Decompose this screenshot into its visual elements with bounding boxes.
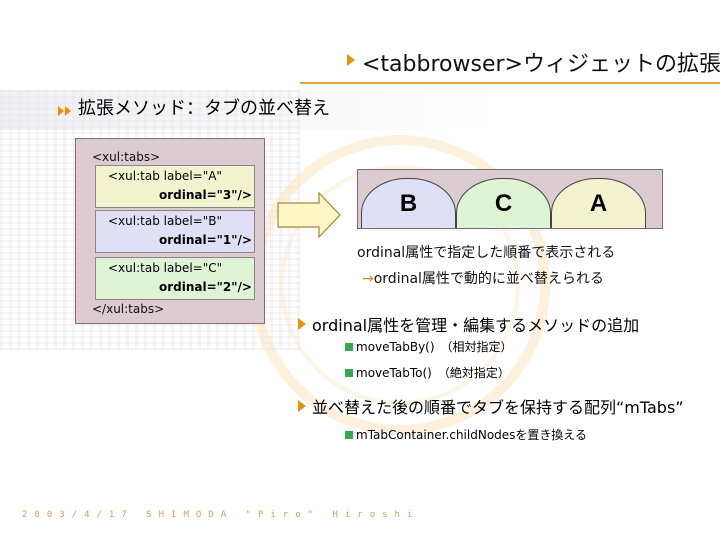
point-bullet-icon (298, 318, 306, 330)
description-line2: ordinal属性で動的に並べ替えられる (373, 271, 604, 287)
code-tab-a-line2: ordinal="3"/> (159, 188, 252, 202)
title-underline (300, 82, 720, 84)
code-tab-b-box (95, 210, 255, 253)
footer-credit: 2003/4/17 SHIMODA "Piro" Hiroshi (22, 510, 420, 520)
background-band (0, 90, 720, 130)
code-tab-b-line1: <xul:tab label="B" (108, 214, 222, 228)
point-bullet-icon (298, 400, 306, 412)
point-1-item-2-text: moveTabTo() （絶対指定） (356, 366, 510, 380)
point-2-text: 並べ替えた後の順番でタブを保持する配列“mTabs” (312, 398, 684, 417)
square-bullet-icon (345, 343, 353, 351)
slide-title: <tabbrowser>ウィジェットの拡張 (362, 52, 720, 77)
point-1-item-1: moveTabBy() （相対指定） (345, 338, 513, 355)
point-1-item-1-text: moveTabBy() （相対指定） (356, 340, 513, 354)
background-circle-inner (280, 165, 520, 405)
preview-tab-a: A (551, 178, 646, 228)
subtitle-bullet-icon (58, 101, 71, 120)
right-arrow-icon (277, 192, 341, 238)
point-1: ordinal属性を管理・編集するメソッドの追加 (298, 312, 639, 336)
point-1-text: ordinal属性を管理・編集するメソッドの追加 (312, 316, 640, 335)
point-2-item-1-text: mTabContainer.childNodesを置き換える (356, 428, 588, 442)
code-tab-c-line2: ordinal="2"/> (159, 280, 252, 294)
preview-tab-b: B (361, 178, 456, 228)
point-2: 並べ替えた後の順番でタブを保持する配列“mTabs” (298, 394, 684, 418)
code-tab-a-line1: <xul:tab label="A" (108, 169, 222, 183)
code-tab-c-box (95, 257, 255, 300)
point-2-item-1: mTabContainer.childNodesを置き換える (345, 426, 587, 443)
square-bullet-icon (345, 431, 353, 439)
code-tab-a-box (95, 165, 255, 208)
code-tab-b-line2: ordinal="1"/> (159, 233, 252, 247)
square-bullet-icon (345, 369, 353, 377)
description-line1: ordinal属性で指定した順番で表示される (357, 245, 616, 261)
title-bullet-icon (347, 54, 355, 66)
point-1-item-2: moveTabTo() （絶対指定） (345, 364, 510, 381)
description-line2-wrap: →ordinal属性で動的に並べ替えられる (362, 268, 604, 288)
preview-tab-c: C (456, 178, 551, 228)
code-close-tag: </xul:tabs> (92, 302, 165, 316)
slide-subtitle: 拡張メソッド：タブの並べ替え (78, 98, 330, 119)
right-arrow-small-icon: → (362, 271, 374, 287)
code-open-tag: <xul:tabs> (92, 150, 161, 164)
code-tab-c-line1: <xul:tab label="C" (108, 261, 223, 275)
